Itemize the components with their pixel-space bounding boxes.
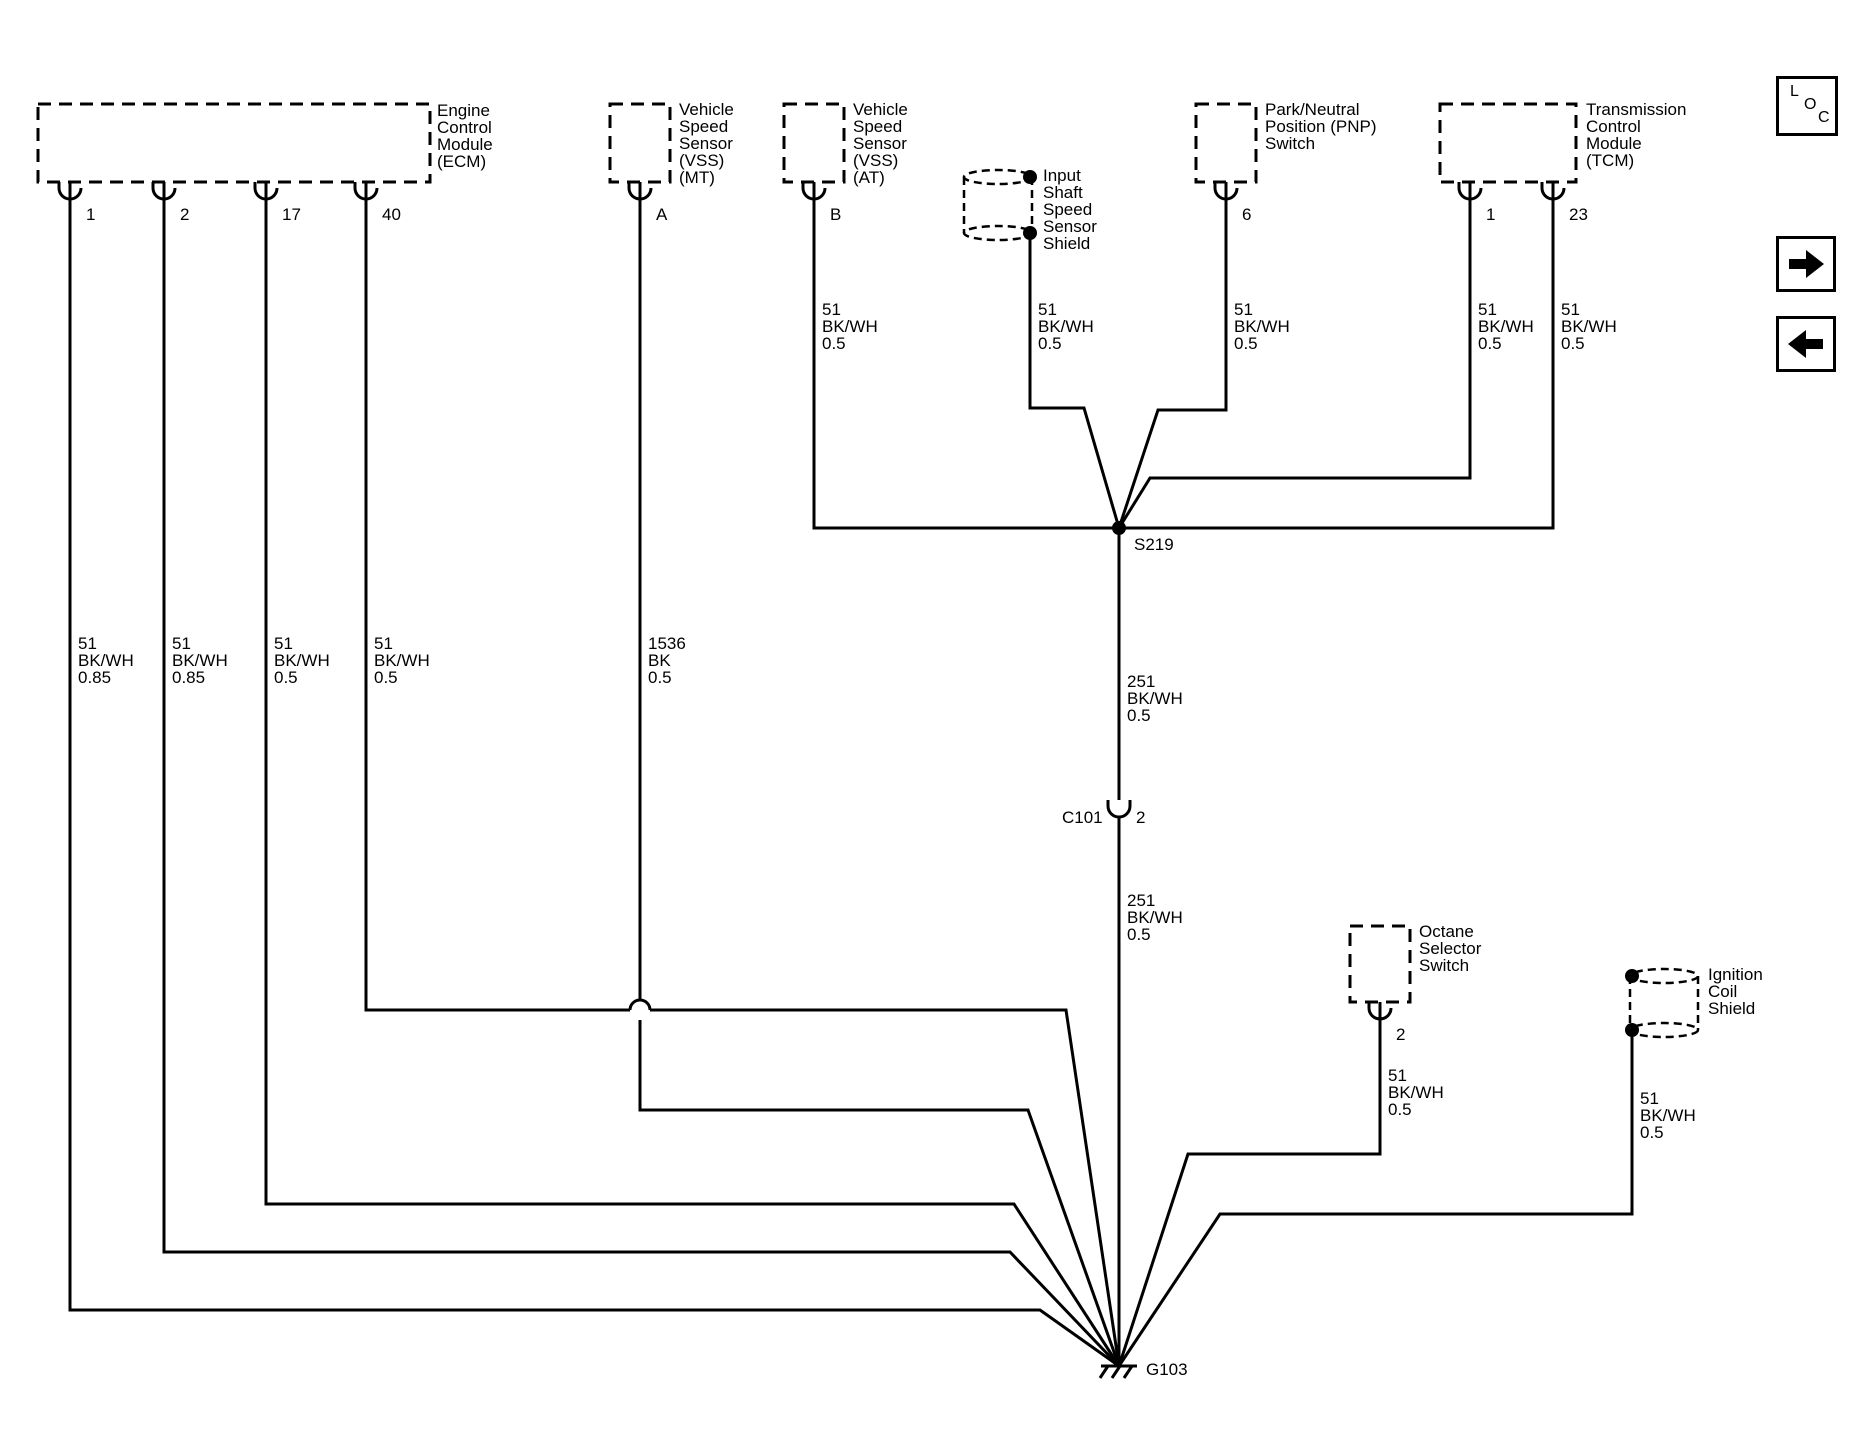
wires	[68, 202, 1634, 1368]
input-shaft-shield-symbol	[962, 168, 1037, 242]
wire-label-trunk-upper: 251 BK/WH 0.5	[1127, 672, 1187, 725]
vss-mt-box	[608, 102, 672, 184]
tcm-box	[1438, 102, 1578, 184]
vss-at-label: Vehicle Speed Sensor (VSS) (AT)	[853, 100, 913, 187]
wire-label-vss-mt: 1536 BK 0.5	[648, 634, 691, 687]
loc-letter-c: C	[1818, 109, 1830, 126]
wire-label-tcm-1: 51 BK/WH 0.5	[1478, 300, 1538, 353]
octane-box	[1348, 924, 1412, 1004]
ignition-coil-shield-label: Ignition Coil Shield	[1708, 965, 1768, 1018]
wire-label-ecm-2: 51 BK/WH 0.85	[172, 634, 232, 687]
wire-label-ignition-shield: 51 BK/WH 0.5	[1640, 1089, 1700, 1142]
wire-label-octane: 51 BK/WH 0.5	[1388, 1066, 1448, 1119]
ignition-coil-shield-symbol	[1625, 967, 1700, 1039]
pin-vss-mt: A	[656, 205, 668, 224]
loc-letter-o: O	[1804, 96, 1817, 113]
pnp-box	[1194, 102, 1258, 184]
pnp-label: Park/Neutral Position (PNP) Switch	[1265, 100, 1381, 153]
previous-page-button[interactable]	[1776, 316, 1836, 372]
pin-pnp: 6	[1242, 205, 1251, 224]
pin-octane: 2	[1396, 1025, 1405, 1044]
location-button[interactable]: L O C	[1776, 76, 1838, 136]
splice-s219-label: S219	[1134, 535, 1174, 554]
terminals	[57, 182, 1566, 1024]
wire-label-input-shield: 51 BK/WH 0.5	[1038, 300, 1098, 353]
ground-g103-symbol	[1098, 1364, 1137, 1379]
wire-label-ecm-40: 51 BK/WH 0.5	[374, 634, 434, 687]
wire-label-ecm-17: 51 BK/WH 0.5	[274, 634, 334, 687]
loc-letter-l: L	[1790, 83, 1799, 100]
next-page-button[interactable]	[1776, 236, 1836, 292]
pin-tcm-1: 1	[1486, 205, 1495, 224]
pin-tcm-23: 23	[1569, 205, 1588, 224]
pin-ecm-17: 17	[282, 205, 301, 224]
ecm-box	[36, 102, 432, 184]
wire-label-pnp: 51 BK/WH 0.5	[1234, 300, 1294, 353]
octane-label: Octane Selector Switch	[1419, 922, 1486, 975]
pin-ecm-40: 40	[382, 205, 401, 224]
ground-g103-label: G103	[1146, 1360, 1188, 1379]
wire-label-trunk-lower: 251 BK/WH 0.5	[1127, 891, 1187, 944]
ecm-label: Engine Control Module (ECM)	[437, 101, 498, 171]
arrow-right-icon	[1789, 250, 1824, 278]
input-shaft-shield-label: Input Shaft Speed Sensor Shield	[1043, 166, 1102, 253]
vss-mt-label: Vehicle Speed Sensor (VSS) (MT)	[679, 100, 739, 187]
tcm-label: Transmission Control Module (TCM)	[1586, 100, 1691, 170]
arrow-left-icon	[1788, 330, 1823, 358]
pin-ecm-2: 2	[180, 205, 189, 224]
wire-label-ecm-1: 51 BK/WH 0.85	[78, 634, 138, 687]
connector-c101-label: C101	[1062, 808, 1103, 827]
pin-c101: 2	[1136, 808, 1145, 827]
pin-ecm-1: 1	[86, 205, 95, 224]
wire-label-vss-at: 51 BK/WH 0.5	[822, 300, 882, 353]
wire-label-tcm-23: 51 BK/WH 0.5	[1561, 300, 1621, 353]
splice-s219-dot	[1112, 521, 1126, 535]
vss-at-box	[782, 102, 846, 184]
pin-vss-at: B	[830, 205, 841, 224]
